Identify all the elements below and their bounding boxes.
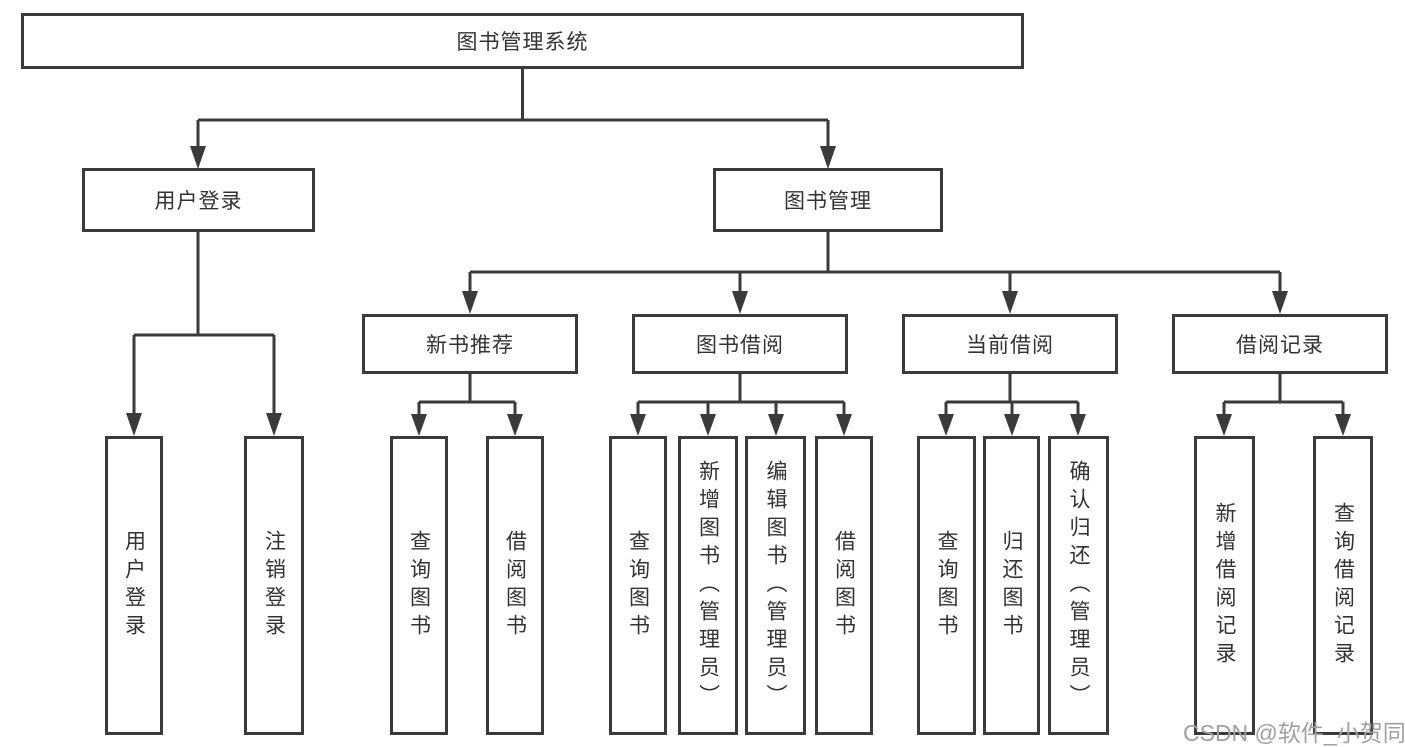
leaf-borrow-books-recommend: 借阅图书 bbox=[486, 436, 544, 735]
node-label: 借阅记录 bbox=[1236, 334, 1324, 357]
leaf-user-login: 用户登录 bbox=[105, 436, 163, 735]
node-label: 新书推荐 bbox=[426, 334, 514, 357]
leaf-add-borrow-record: 新增借阅记录 bbox=[1194, 436, 1255, 735]
leaf-query-books-current: 查询图书 bbox=[917, 436, 976, 735]
node-label: 归还图书 bbox=[1000, 529, 1023, 642]
node-borrowing-records: 借阅记录 bbox=[1172, 314, 1388, 374]
node-new-book-recommendation: 新书推荐 bbox=[362, 314, 578, 374]
node-label: 借阅图书 bbox=[503, 529, 527, 642]
node-label: 图书借阅 bbox=[696, 334, 784, 357]
node-label: 查询借阅记录 bbox=[1331, 501, 1355, 670]
node-current-borrowing: 当前借阅 bbox=[902, 314, 1118, 374]
node-label: 图书管理系统 bbox=[456, 31, 589, 54]
leaf-logout-login: 注销登录 bbox=[244, 436, 304, 735]
node-label: 用户登录 bbox=[154, 190, 243, 213]
leaf-borrow-books: 借阅图书 bbox=[815, 436, 873, 735]
node-library-management-system: 图书管理系统 bbox=[21, 13, 1024, 69]
node-label: 编辑图书（管理员） bbox=[764, 459, 787, 712]
edges-book-borrowing-branch bbox=[630, 374, 852, 436]
leaf-query-borrow-record: 查询借阅记录 bbox=[1313, 436, 1373, 735]
node-label: 查询图书 bbox=[626, 529, 650, 642]
node-book-management: 图书管理 bbox=[713, 168, 943, 232]
leaf-add-book-admin: 新增图书（管理员） bbox=[678, 436, 738, 735]
node-label: 注销登录 bbox=[262, 529, 286, 642]
node-label: 查询图书 bbox=[935, 529, 958, 642]
edges-book-management-branch bbox=[462, 232, 1288, 314]
node-label: 新增图书（管理员） bbox=[696, 459, 720, 712]
leaf-return-books: 归还图书 bbox=[983, 436, 1040, 735]
edges-borrowing-records-branch bbox=[1216, 374, 1351, 436]
node-book-borrowing: 图书借阅 bbox=[632, 314, 848, 374]
node-label: 查询图书 bbox=[407, 529, 431, 642]
node-label: 确认归还（管理员） bbox=[1067, 459, 1090, 712]
node-user-login: 用户登录 bbox=[82, 168, 315, 232]
edges-current-borrowing-branch bbox=[938, 374, 1086, 436]
node-label: 新增借阅记录 bbox=[1213, 501, 1236, 670]
watermark-text: CSDN @软件_小贺同学 bbox=[1183, 720, 1405, 746]
leaf-query-books-recommend: 查询图书 bbox=[390, 436, 448, 735]
node-label: 借阅图书 bbox=[832, 529, 856, 642]
edges-new-book-recommendation-branch bbox=[411, 374, 523, 436]
edges-root-to-level2 bbox=[190, 69, 836, 169]
node-label: 当前借阅 bbox=[966, 334, 1054, 357]
leaf-edit-book-admin: 编辑图书（管理员） bbox=[745, 436, 806, 735]
edges-user-login-branch bbox=[126, 232, 282, 436]
leaf-confirm-return-admin: 确认归还（管理员） bbox=[1048, 436, 1109, 735]
leaf-query-books-borrowing: 查询图书 bbox=[609, 436, 667, 735]
node-label: 用户登录 bbox=[122, 529, 146, 642]
node-label: 图书管理 bbox=[784, 190, 872, 213]
